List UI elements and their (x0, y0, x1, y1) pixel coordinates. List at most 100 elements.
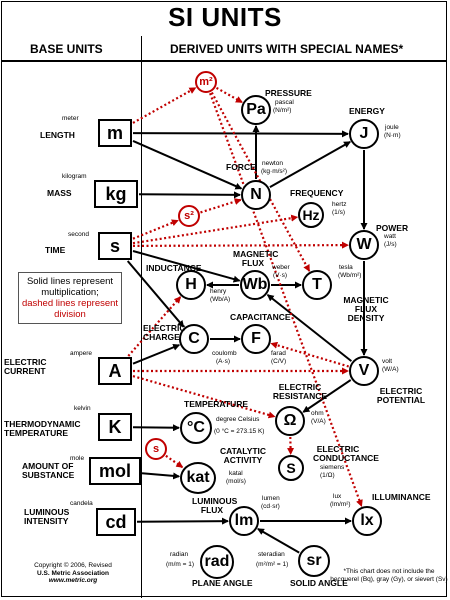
unit-def-hertz: (1/s) (332, 209, 345, 216)
quantity-magnetic-flux: MAGNETIC FLUX (233, 249, 279, 268)
header-divider (2, 60, 446, 62)
quantity-time: TIME (45, 245, 66, 255)
edge-m2-to-lx (209, 92, 363, 507)
edge-s-to-C (126, 260, 185, 328)
quantity-thermodynamic-temperature: THERMODYNAMIC TEMPERATURE (4, 419, 81, 438)
unit-circle-lx: lx (352, 506, 382, 536)
unit-def-henry: (Wb/A) (210, 296, 231, 303)
quantity-illuminance: ILLUMINANCE (372, 492, 431, 502)
quantity-amount-of-substance: AMOUNT OF SUBSTANCE (22, 461, 75, 480)
unit-circle-Wb: Wb (240, 270, 270, 300)
unit-def-lux: (lm/m²) (330, 501, 351, 508)
note-dashed-lines: dashed lines represent division (21, 298, 119, 320)
quantity-length: LENGTH (40, 130, 75, 140)
unit-name-weber: weber (272, 264, 290, 271)
unit-name-newton: newton (262, 160, 283, 167)
unit-box-cd: cd (96, 508, 136, 536)
edge-V-to-Wb (266, 294, 353, 362)
edge-N-to-J (269, 141, 351, 188)
quantity-power: POWER (376, 223, 409, 233)
quantity-electric-conductance: ELECTRIC CONDUCTANCE (313, 444, 379, 463)
edge-s-to-Wb (132, 250, 241, 283)
unit-circle-S: S (278, 455, 304, 481)
unit-name-lumen: lumen (262, 495, 280, 502)
unit-name-henry: henry (210, 288, 227, 295)
quantity-capacitance: CAPACITANCE (230, 312, 291, 322)
unit-circle-W: W (349, 230, 379, 260)
unit-def-tesla: (Wb/m²) (338, 272, 362, 279)
unit-name-siemens: siemens (320, 464, 345, 471)
unit-circle-lm: lm (229, 506, 259, 536)
unit-name-joule: joule (385, 124, 399, 131)
unit-box-kg: kg (94, 180, 138, 208)
association-name: U.S. Metric Association (37, 569, 109, 577)
unit-circle-degree-celsius: °C (180, 412, 212, 444)
quantity-electric-current: ELECTRIC CURRENT (4, 357, 47, 376)
unit-name-ampere: ampere (70, 350, 93, 357)
quantity-solid-angle: SOLID ANGLE (290, 578, 348, 588)
copyright-text: Copyright © 2006, Revised (34, 562, 112, 569)
footer-credits: Copyright © 2006, Revised U.S. Metric As… (8, 562, 138, 585)
unit-def-radian: (m/m = 1) (166, 561, 194, 568)
unit-box-s: s (98, 232, 132, 260)
derived-units-header: DERIVED UNITS WITH SPECIAL NAMES* (170, 42, 404, 56)
intermediate-m-squared: m² (195, 71, 217, 93)
unit-circle-kat: kat (180, 462, 216, 494)
unit-def-newton: (kg·m/s²) (261, 168, 287, 175)
quantity-electric-resistance: ELECTRIC RESISTANCE (272, 382, 328, 401)
unit-name-radian: radian (170, 551, 189, 558)
base-units-header: BASE UNITS (30, 42, 103, 56)
quantity-plane-angle: PLANE ANGLE (192, 578, 253, 588)
unit-name-hertz: hertz (332, 201, 347, 208)
edge-sr-to-lm (257, 528, 300, 554)
unit-circle-F: F (241, 324, 271, 354)
unit-circle-rad: rad (200, 545, 234, 579)
unit-name-katal: katal (229, 470, 243, 477)
unit-name-second: second (68, 231, 89, 238)
unit-def-siemens: (1/Ω) (320, 472, 335, 479)
edge-s-to-s2 (132, 219, 179, 240)
unit-circle-sr: sr (298, 545, 330, 577)
edge-m-to-J (132, 130, 349, 138)
unit-name-meter: meter (62, 115, 79, 122)
unit-def-steradian: (m²/m² = 1) (256, 561, 289, 568)
unit-box-m: m (98, 119, 132, 147)
unit-circle-N: N (241, 180, 271, 210)
unit-def-joule: (N·m) (384, 132, 401, 139)
quantity-energy: ENERGY (349, 106, 385, 116)
unit-def-degree-celsius: (0 °C = 273.15 K) (214, 428, 265, 435)
quantity-electric-charge: ELECTRIC CHARGE (143, 323, 186, 342)
unit-name-candela: candela (70, 500, 93, 507)
column-divider (141, 36, 142, 598)
edge-A-to-C (132, 344, 181, 365)
unit-name-tesla: tesla (339, 264, 353, 271)
quantity-luminous-intensity: LUMINOUS INTENSITY (24, 507, 70, 526)
unit-def-lumen: (cd·sr) (261, 503, 280, 510)
quantity-mass: MASS (47, 188, 72, 198)
edge-s2-to-N (200, 198, 242, 214)
unit-def-pascal: (N/m²) (273, 107, 292, 114)
quantity-catalytic-activity: CATALYTIC ACTIVITY (219, 446, 267, 465)
unit-circle-H: H (176, 270, 206, 300)
unit-name-lux: lux (333, 493, 342, 500)
note-solid-lines: Solid lines represent multiplication; (26, 276, 114, 298)
unit-def-watt: (J/s) (384, 241, 397, 248)
unit-box-A: A (98, 357, 132, 385)
intermediate-s-squared: s² (178, 205, 200, 227)
unit-name-watt: watt (384, 233, 396, 240)
unit-def-ohm: (V/A) (311, 418, 326, 425)
unit-def-volt: (W/A) (382, 366, 399, 373)
unit-def-katal: (mol/s) (226, 478, 246, 485)
unit-circle-J: J (349, 119, 379, 149)
quantity-luminous-flux: LUMINOUS FLUX (192, 496, 238, 515)
edge-s-to-W (132, 241, 349, 249)
quantity-frequency: FREQUENCY (290, 188, 344, 198)
unit-name-degree-celsius: degree Celsius (216, 416, 260, 423)
quantity-pressure: PRESSURE (265, 88, 312, 98)
unit-box-K: K (98, 413, 132, 441)
edge-mol-to-kat (141, 472, 181, 480)
edge-m2-to-Pa (215, 86, 243, 104)
